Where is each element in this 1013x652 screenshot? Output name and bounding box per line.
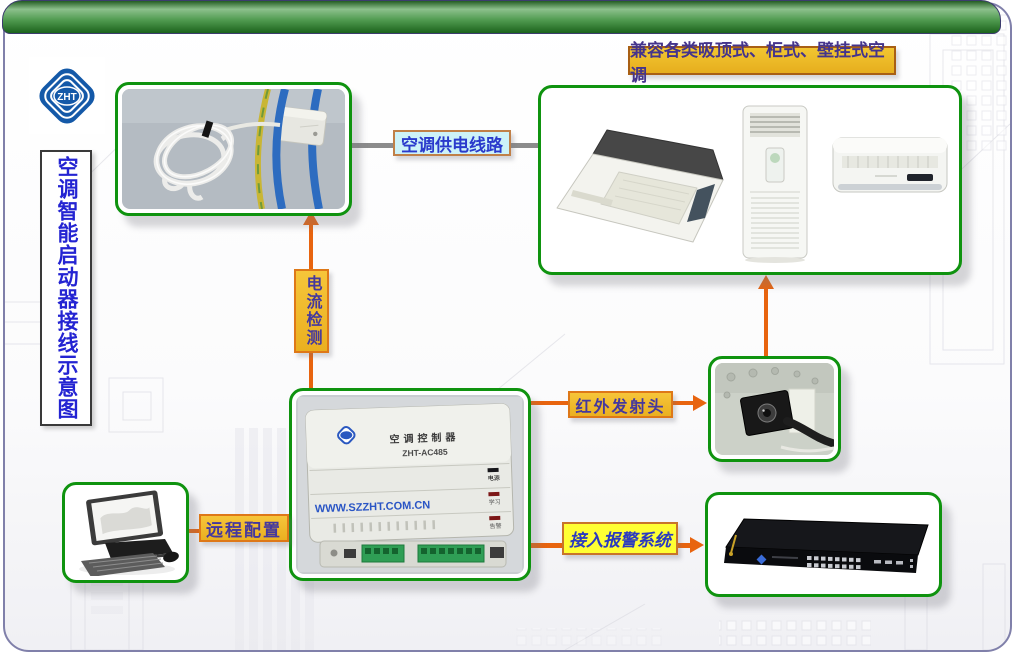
box-computer <box>62 482 189 583</box>
controller-led-learn: 学习 <box>489 498 501 506</box>
controller-image: 空调控制器 ZHT-AC485 WWW.SZZHT.COM.CN 电源 学习 告… <box>296 395 524 574</box>
label-current-detect: 电流检测 <box>294 269 329 353</box>
box-ir-emitter <box>708 356 841 462</box>
label-remote-config: 远程配置 <box>199 514 289 542</box>
page-title-vertical: 空调智能启动器接线示意图 <box>40 150 92 426</box>
ceiling-cassette-ac <box>556 129 724 243</box>
controller-led-power: 电源 <box>488 474 500 482</box>
slide-top-bar <box>2 0 1001 34</box>
computer-image <box>69 489 182 576</box>
ir-arrowhead-icon <box>693 395 707 411</box>
terminal-block <box>361 544 405 563</box>
controller-title: 空调控制器 <box>389 430 459 445</box>
terminal-block <box>417 544 485 563</box>
zht-logo-graphic: ZHT <box>39 67 95 124</box>
controller-website: WWW.SZZHT.COM.CN <box>315 499 431 515</box>
zht-logo: ZHT <box>29 57 105 134</box>
box-current-sensor <box>115 82 352 216</box>
wall-split-ac <box>832 137 948 193</box>
zht-logo-text: ZHT <box>57 92 76 103</box>
controller-model: ZHT-AC485 <box>402 447 448 459</box>
controller-led-alarm: 告警 <box>489 522 501 530</box>
alarm-arrowhead-icon <box>690 537 704 553</box>
ir-to-ac-line <box>764 283 768 357</box>
compatibility-banner: 兼容各类吸顶式、柜式、壁挂式空调 <box>628 41 896 85</box>
current-sensor-image <box>122 89 345 209</box>
ir-to-ac-arrowhead-icon <box>758 275 774 289</box>
alarm-device-image <box>712 499 935 590</box>
ir-emitter-image <box>715 363 834 455</box>
label-alarm-system: 接入报警系统 <box>562 522 678 555</box>
box-ac-units <box>538 85 962 275</box>
ac-units-image <box>545 92 955 268</box>
label-power-line: 空调供电线路 <box>393 130 511 156</box>
floor-cabinet-ac <box>742 105 808 263</box>
box-controller: 空调控制器 ZHT-AC485 WWW.SZZHT.COM.CN 电源 学习 告… <box>289 388 531 581</box>
label-ir-emitter: 红外发射头 <box>568 391 673 418</box>
box-alarm-device <box>705 492 942 597</box>
